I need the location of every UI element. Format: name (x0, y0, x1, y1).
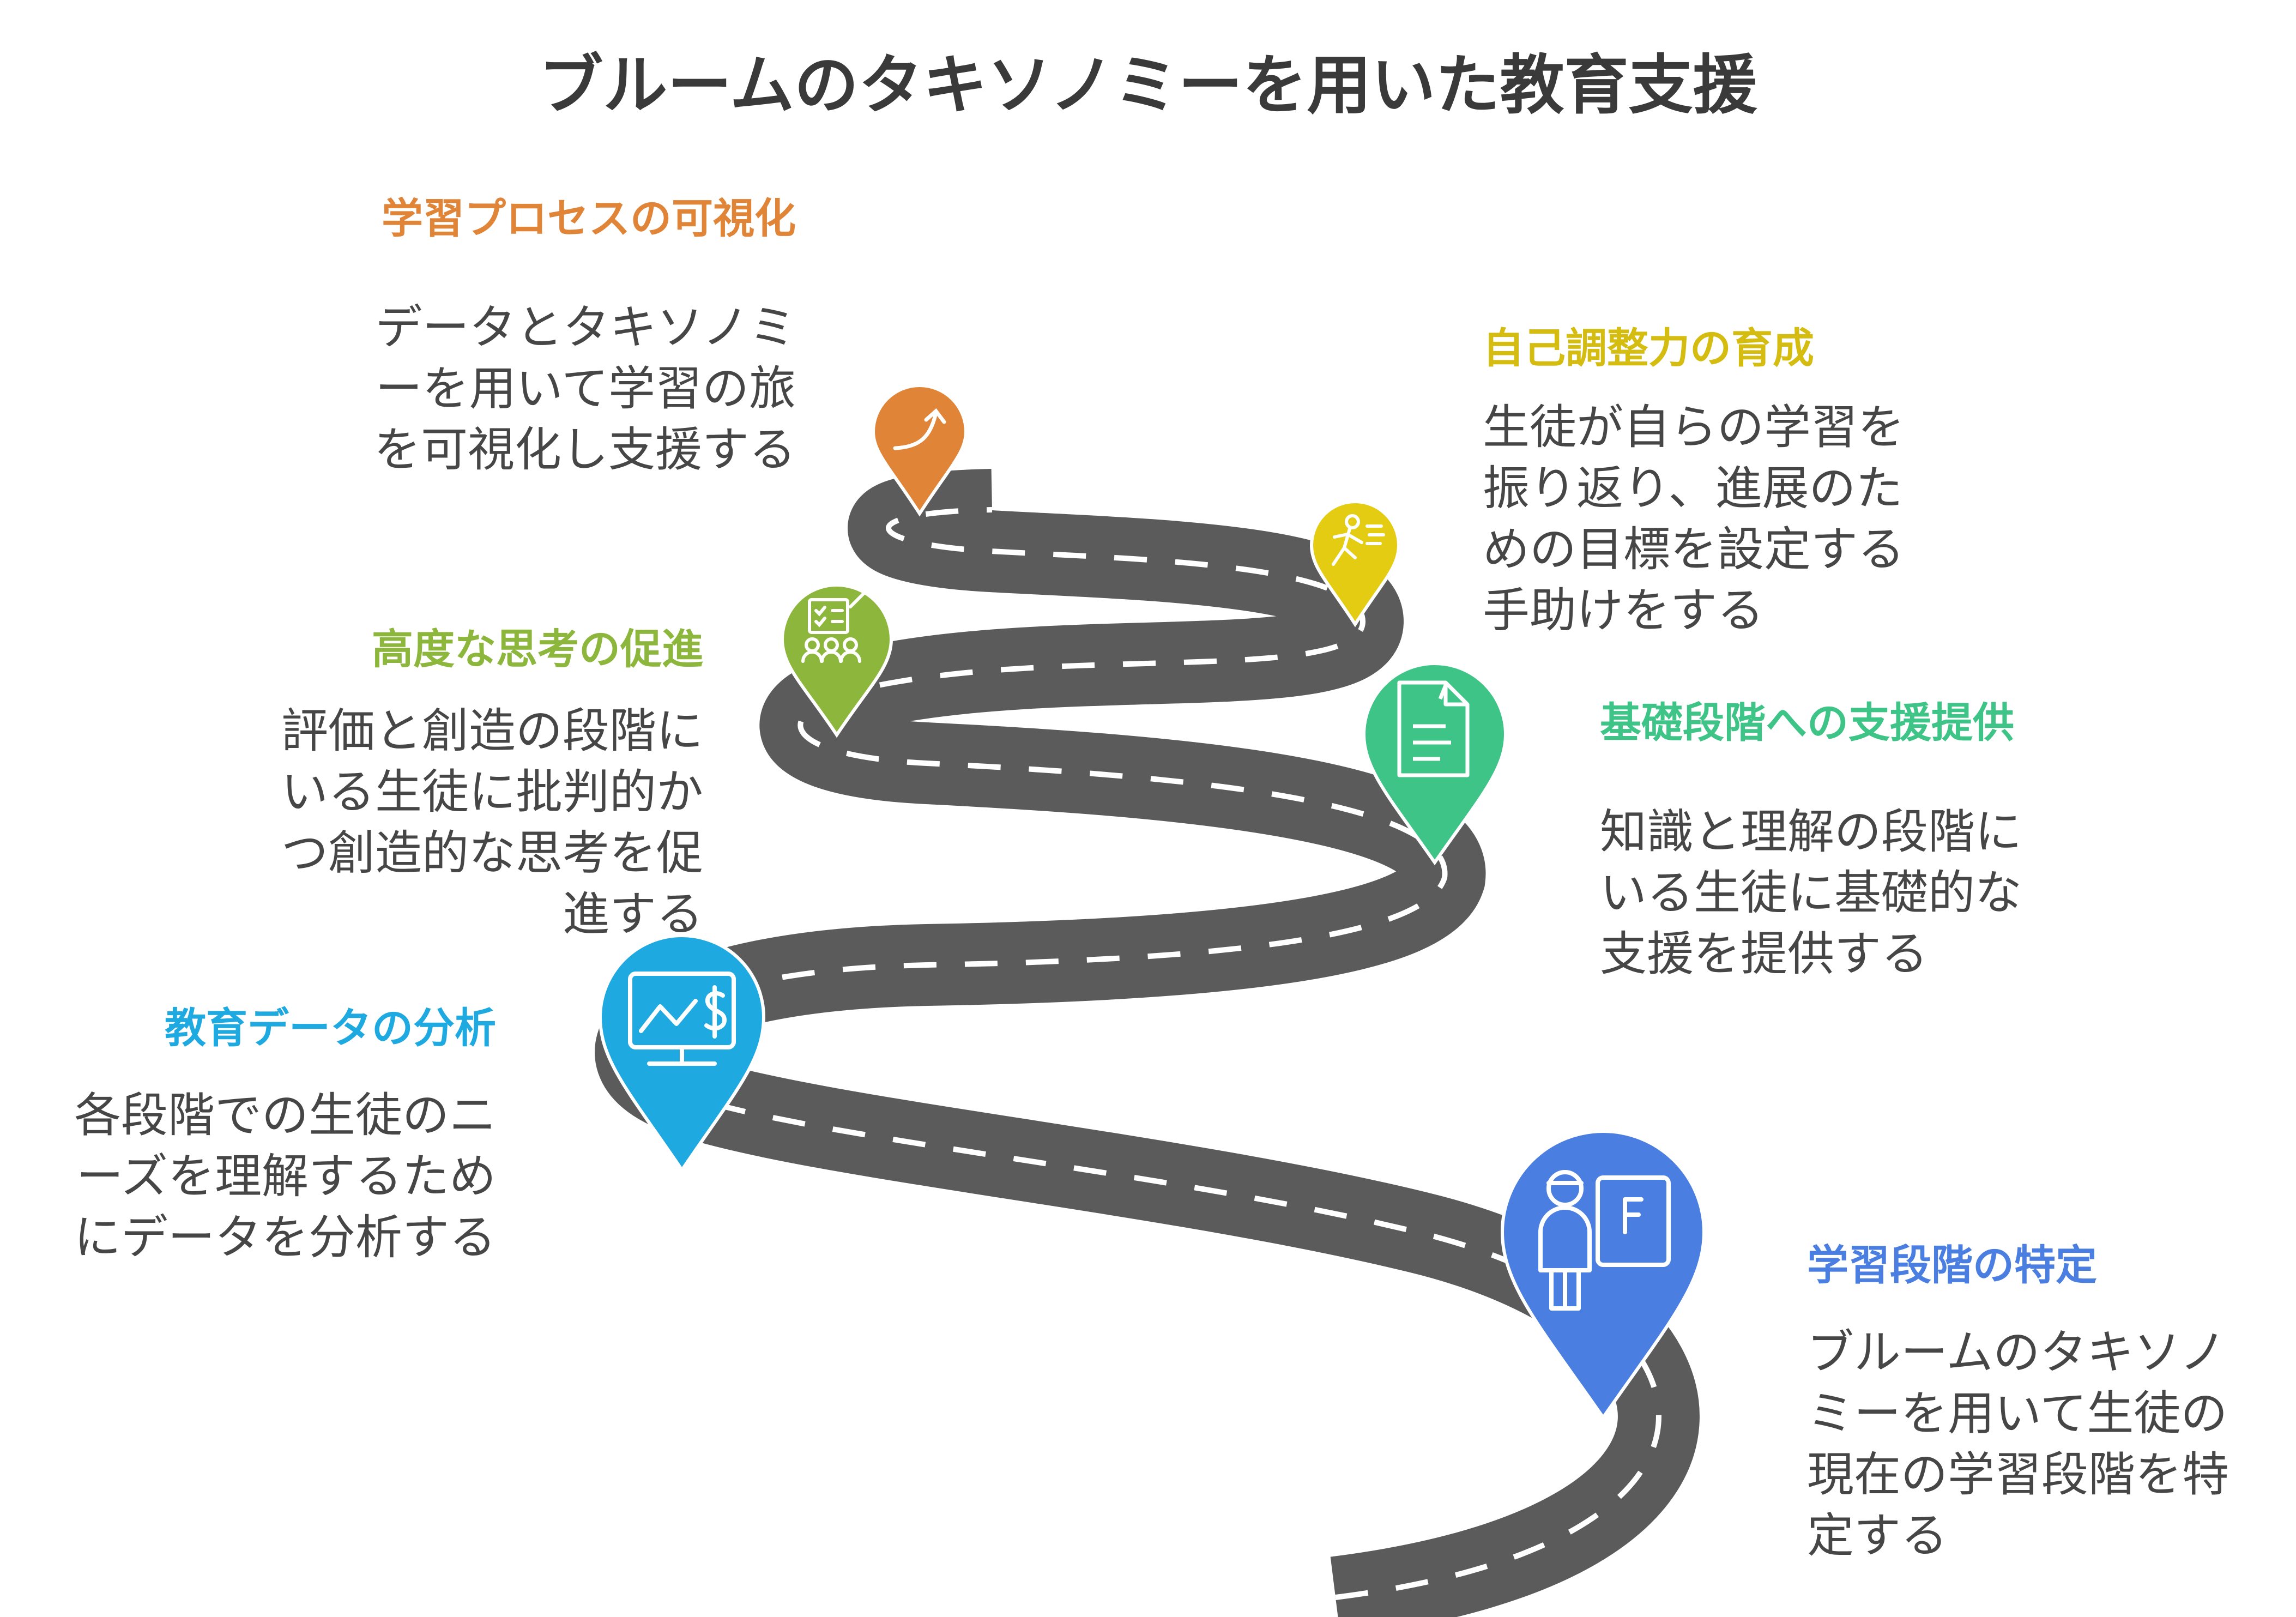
graded-document-icon (1397, 680, 1470, 777)
pin-step-4 (1362, 662, 1508, 866)
step-4-text: 基礎段階への支援提供 知識と理解の段階にいる生徒に基礎的な支援を提供する (1600, 698, 2145, 985)
group-checklist-icon (801, 589, 868, 663)
step-2-text: 自己調整力の育成 生徒が自らの学習を振り返り、進展のための目標を設定する手助けを… (1483, 323, 1973, 641)
running-person-icon (1332, 514, 1385, 566)
step-3-text: 高度な思考の促進 評価と創造の段階にいる生徒に批判的かつ創造的な思考を促進する (213, 624, 703, 945)
step-5-description: 各段階での生徒のニーズを理解するためにデータを分析する (74, 1088, 496, 1265)
step-4-heading: 基礎段階への支援提供 (1600, 698, 2014, 747)
step-1-description: データとタキソノミーを用いて学習の旅を可視化し支援する (374, 300, 796, 477)
step-1-text: 学習プロセスの可視化 データとタキソノミーを用いて学習の旅を可視化し支援する (305, 194, 796, 481)
step-6-text: 学習段階の特定 ブルームのタキソノミーを用いて生徒の現在の学習段階を特定する (1807, 1240, 2276, 1566)
student-board-icon (1538, 1170, 1671, 1311)
step-5-heading: 教育データの分析 (165, 1004, 496, 1052)
road-surface (636, 510, 1659, 1597)
pin-step-6 (1500, 1130, 1706, 1421)
step-6-description: ブルームのタキソノミーを用いて生徒の現在の学習段階を特定する (1807, 1325, 2229, 1563)
step-1-heading: 学習プロセスの可視化 (382, 194, 796, 243)
pin-step-2-marker (1309, 500, 1401, 628)
trend-arrow-icon (893, 408, 946, 450)
pin-step-6-marker (1500, 1130, 1706, 1421)
pin-step-2 (1309, 500, 1401, 628)
step-5-text: 教育データの分析 各段階での生徒のニーズを理解するためにデータを分析する (44, 1003, 496, 1269)
pin-step-5 (598, 934, 766, 1173)
step-6-heading: 学習段階の特定 (1807, 1241, 2097, 1289)
step-4-description: 知識と理解の段階にいる生徒に基礎的な支援を提供する (1600, 805, 2022, 981)
page-title: ブルームのタキソノミーを用いた教育支援 (539, 47, 1757, 123)
pin-step-3 (780, 583, 893, 738)
step-3-heading: 高度な思考の促進 (372, 625, 703, 673)
step-2-description: 生徒が自らの学習を振り返り、進展のための目標を設定する手助けをする (1483, 400, 1905, 638)
step-3-description: 評価と創造の段階にいる生徒に批判的かつ創造的な思考を促進する (281, 704, 703, 942)
step-2-heading: 自己調整力の育成 (1483, 324, 1814, 372)
monitor-chart-icon (628, 972, 736, 1066)
pin-step-1 (871, 384, 968, 517)
